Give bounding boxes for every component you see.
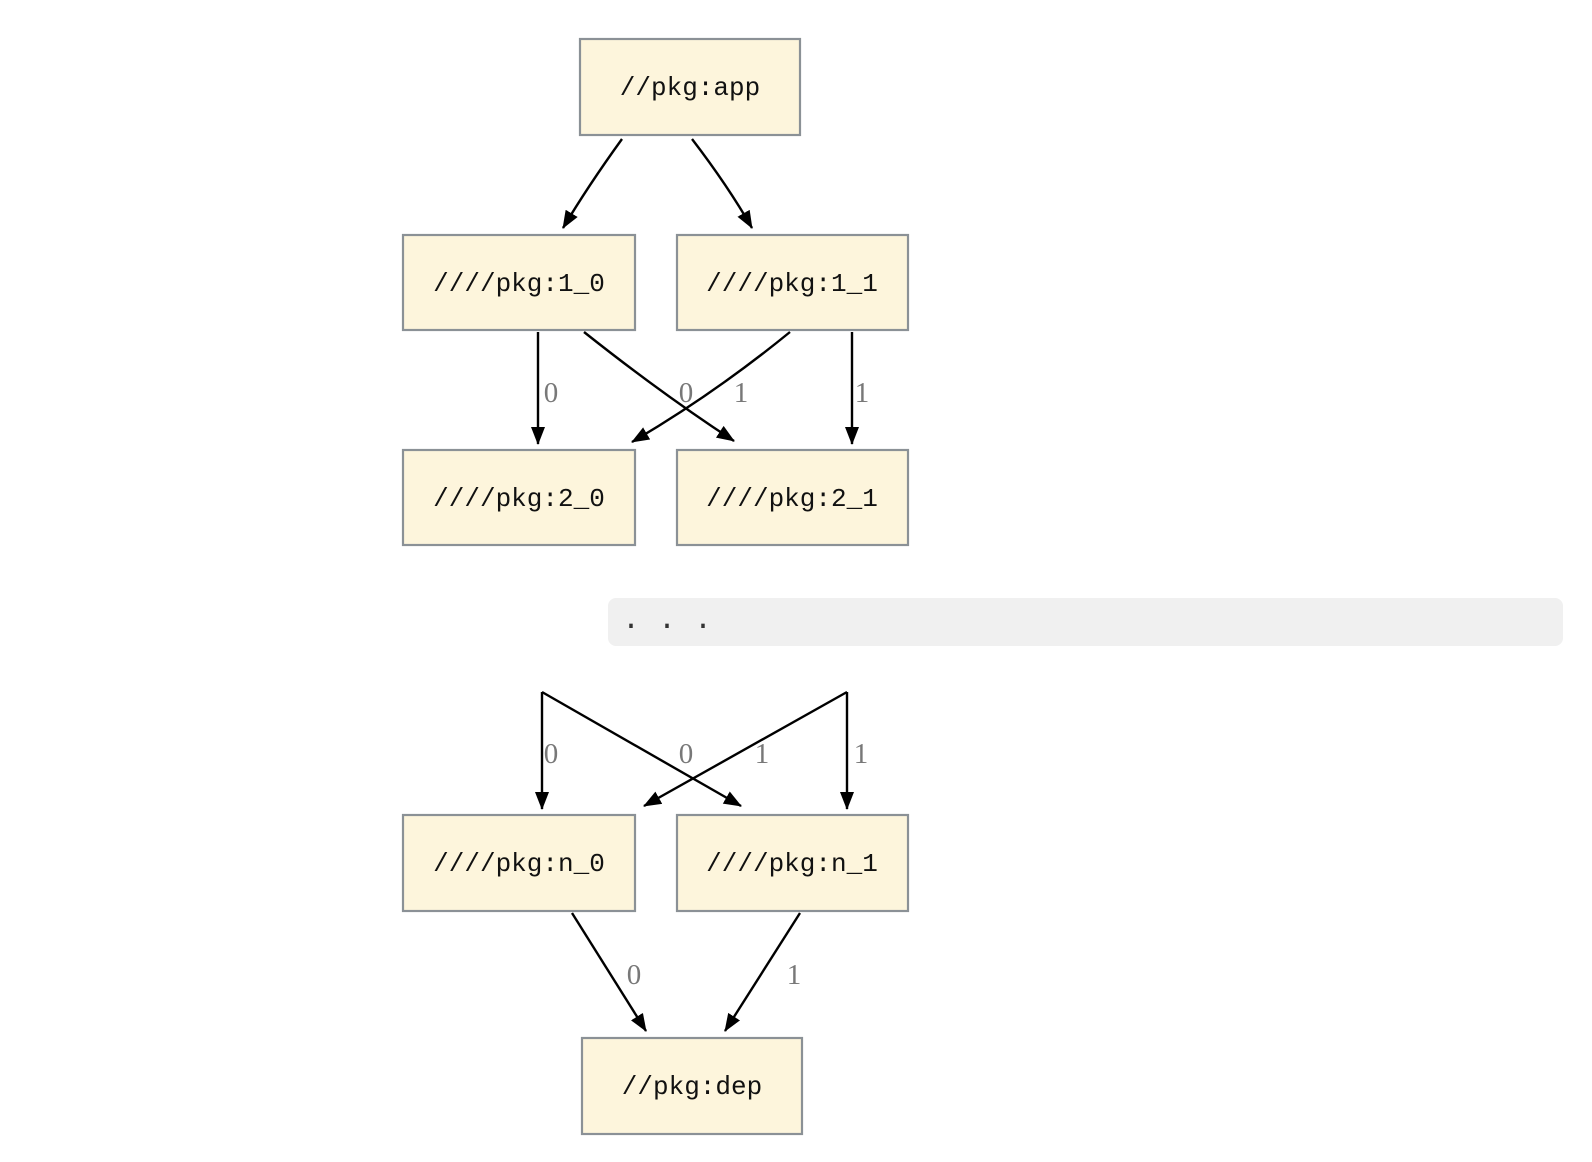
edge-n_1-to-dep (723, 912, 802, 1032)
edge-label: 0 (679, 738, 694, 770)
node-box (580, 1036, 804, 1136)
node-box (675, 233, 910, 332)
edge-label: 1 (787, 959, 802, 991)
node-pkg-n_0: ////pkg:n_0 (401, 813, 637, 913)
edge-n_0-to-dep (570, 912, 648, 1032)
edge-label: 1 (855, 377, 870, 409)
node-label: //pkg:app (620, 73, 760, 103)
node-box (401, 233, 637, 332)
node-label: ////pkg:1_0 (433, 269, 605, 299)
edge-ellipsis-to-n_0-cross (643, 690, 848, 808)
edge-1_1-to-2_0 (631, 331, 791, 444)
node-pkg-1_1: ////pkg:1_1 (675, 233, 910, 332)
node-label: ////pkg:1_1 (706, 269, 878, 299)
node-pkg-2_1: ////pkg:2_1 (675, 448, 910, 547)
node-label: ////pkg:2_0 (433, 484, 605, 514)
edge-ellipsis-to-n_1-cross (541, 690, 742, 808)
ellipsis-band: . . . (608, 598, 1563, 646)
node-pkg-dep: //pkg:dep (580, 1036, 804, 1136)
edge-label: 1 (755, 738, 770, 770)
edge-1_0-to-2_1 (583, 331, 735, 443)
node-label: //pkg:dep (622, 1072, 762, 1102)
node-box (578, 37, 802, 137)
node-box (401, 448, 637, 547)
node-label: ////pkg:2_1 (706, 484, 878, 514)
node-pkg-1_0: ////pkg:1_0 (401, 233, 637, 332)
edge-label: 0 (544, 377, 559, 409)
node-pkg-n_1: ////pkg:n_1 (675, 813, 910, 913)
edge-app-to-1_1 (691, 138, 754, 229)
node-box (401, 813, 637, 913)
edge-label: 1 (854, 738, 869, 770)
node-pkg-2_0: ////pkg:2_0 (401, 448, 637, 547)
edge-app-to-1_0 (561, 138, 623, 229)
edge-label: 1 (734, 377, 749, 409)
node-pkg-app: //pkg:app (578, 37, 802, 137)
node-label: ////pkg:n_1 (706, 849, 878, 879)
node-box (675, 448, 910, 547)
node-box (675, 813, 910, 913)
edge-label: 0 (627, 959, 642, 991)
edge-label: 0 (544, 738, 559, 770)
node-label: ////pkg:n_0 (433, 849, 605, 879)
edge-label: 0 (679, 377, 694, 409)
